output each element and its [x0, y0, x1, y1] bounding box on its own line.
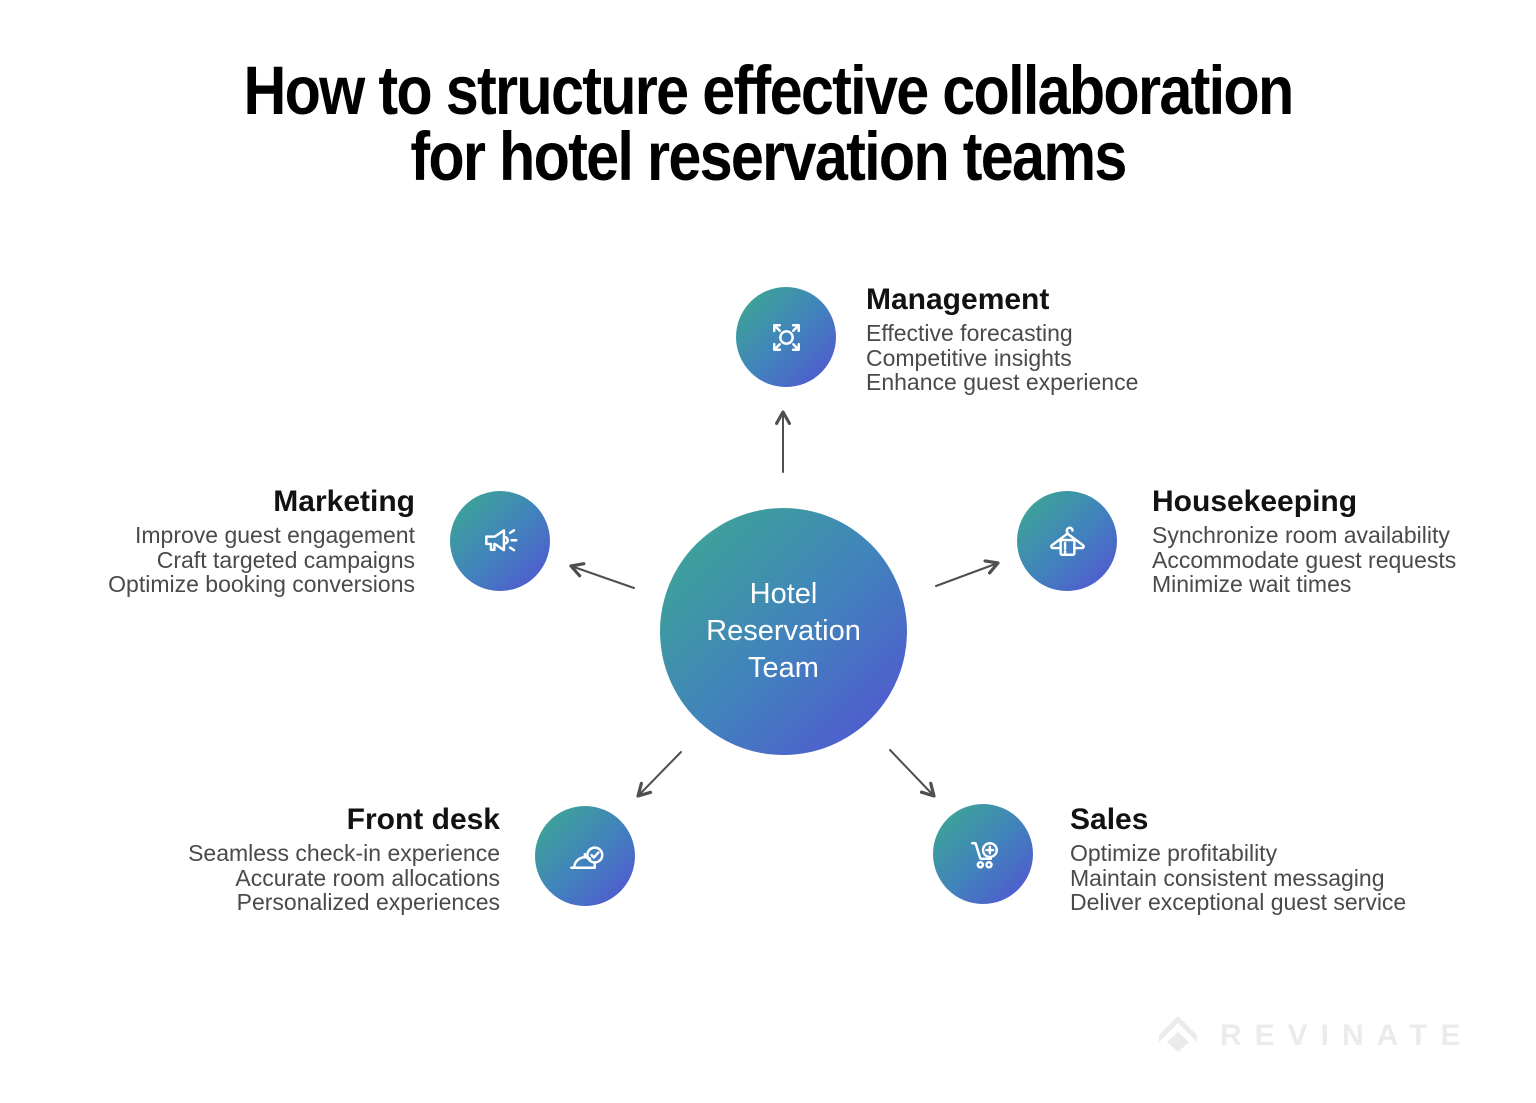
- revinate-logo-icon: [1159, 1016, 1197, 1052]
- management-item: Effective forecasting: [866, 320, 1073, 346]
- housekeeping-item: Accommodate guest requests: [1152, 546, 1457, 573]
- expand-icon: [772, 323, 800, 351]
- center-label: Hotel Reservation Team: [706, 578, 861, 684]
- sales-text: Sales Optimize profitability Maintain co…: [1070, 804, 1406, 915]
- marketing-node-circle: [450, 491, 550, 591]
- management-title: Management: [866, 283, 1050, 316]
- arrow-to-housekeeping: [935, 559, 1000, 587]
- cart-plus-icon: [970, 841, 998, 869]
- management-node-circle: [736, 287, 836, 387]
- revinate-logo-text: REVINATE: [1220, 1019, 1474, 1052]
- cloche-check-icon: [569, 845, 603, 869]
- arrow-to-sales: [889, 749, 936, 798]
- marketing-item: Improve guest engagement: [134, 522, 415, 548]
- sales-title: Sales: [1070, 803, 1149, 836]
- revinate-logo: REVINATE: [1158, 1016, 1473, 1056]
- front-desk-node-circle: [535, 806, 635, 906]
- page-title-line1: How to structure effective collaboration: [243, 52, 1295, 129]
- marketing-text: Marketing Improve guest engagement Craft…: [0, 486, 415, 597]
- page-title: How to structure effective collaboration…: [108, 52, 1429, 195]
- housekeeping-item: Minimize wait times: [1152, 571, 1352, 598]
- megaphone-icon: [484, 528, 517, 551]
- front-desk-item: Accurate room allocations: [235, 864, 500, 891]
- management-item: Enhance guest experience: [866, 369, 1139, 396]
- sales-item: Deliver exceptional guest service: [1070, 889, 1407, 916]
- housekeeping-node-circle: [1017, 491, 1117, 591]
- housekeeping-title: Housekeeping: [1152, 485, 1358, 518]
- sales-item: Optimize profitability: [1070, 840, 1278, 866]
- marketing-title: Marketing: [273, 485, 415, 518]
- marketing-item: Optimize booking conversions: [108, 571, 415, 598]
- arrow-to-front-desk: [636, 751, 682, 798]
- housekeeping-item: Synchronize room availability: [1152, 522, 1450, 548]
- front-desk-item: Seamless check-in experience: [188, 840, 500, 866]
- page-title-line2: for hotel reservation teams: [410, 118, 1127, 195]
- front-desk-text: Front desk Seamless check-in experience …: [80, 804, 500, 915]
- housekeeping-text: Housekeeping Synchronize room availabili…: [1152, 486, 1456, 597]
- hotel-reservation-team-node: Hotel Reservation Team: [660, 508, 907, 755]
- front-desk-item: Personalized experiences: [236, 889, 500, 916]
- hanger-towel-icon: [1049, 526, 1085, 556]
- management-text: Management Effective forecasting Competi…: [866, 284, 1138, 395]
- marketing-item: Craft targeted campaigns: [156, 546, 415, 573]
- sales-item: Maintain consistent messaging: [1070, 864, 1385, 891]
- arrow-to-marketing: [569, 562, 635, 589]
- management-item: Competitive insights: [866, 344, 1072, 371]
- sales-node-circle: [933, 804, 1033, 904]
- front-desk-title: Front desk: [346, 803, 500, 836]
